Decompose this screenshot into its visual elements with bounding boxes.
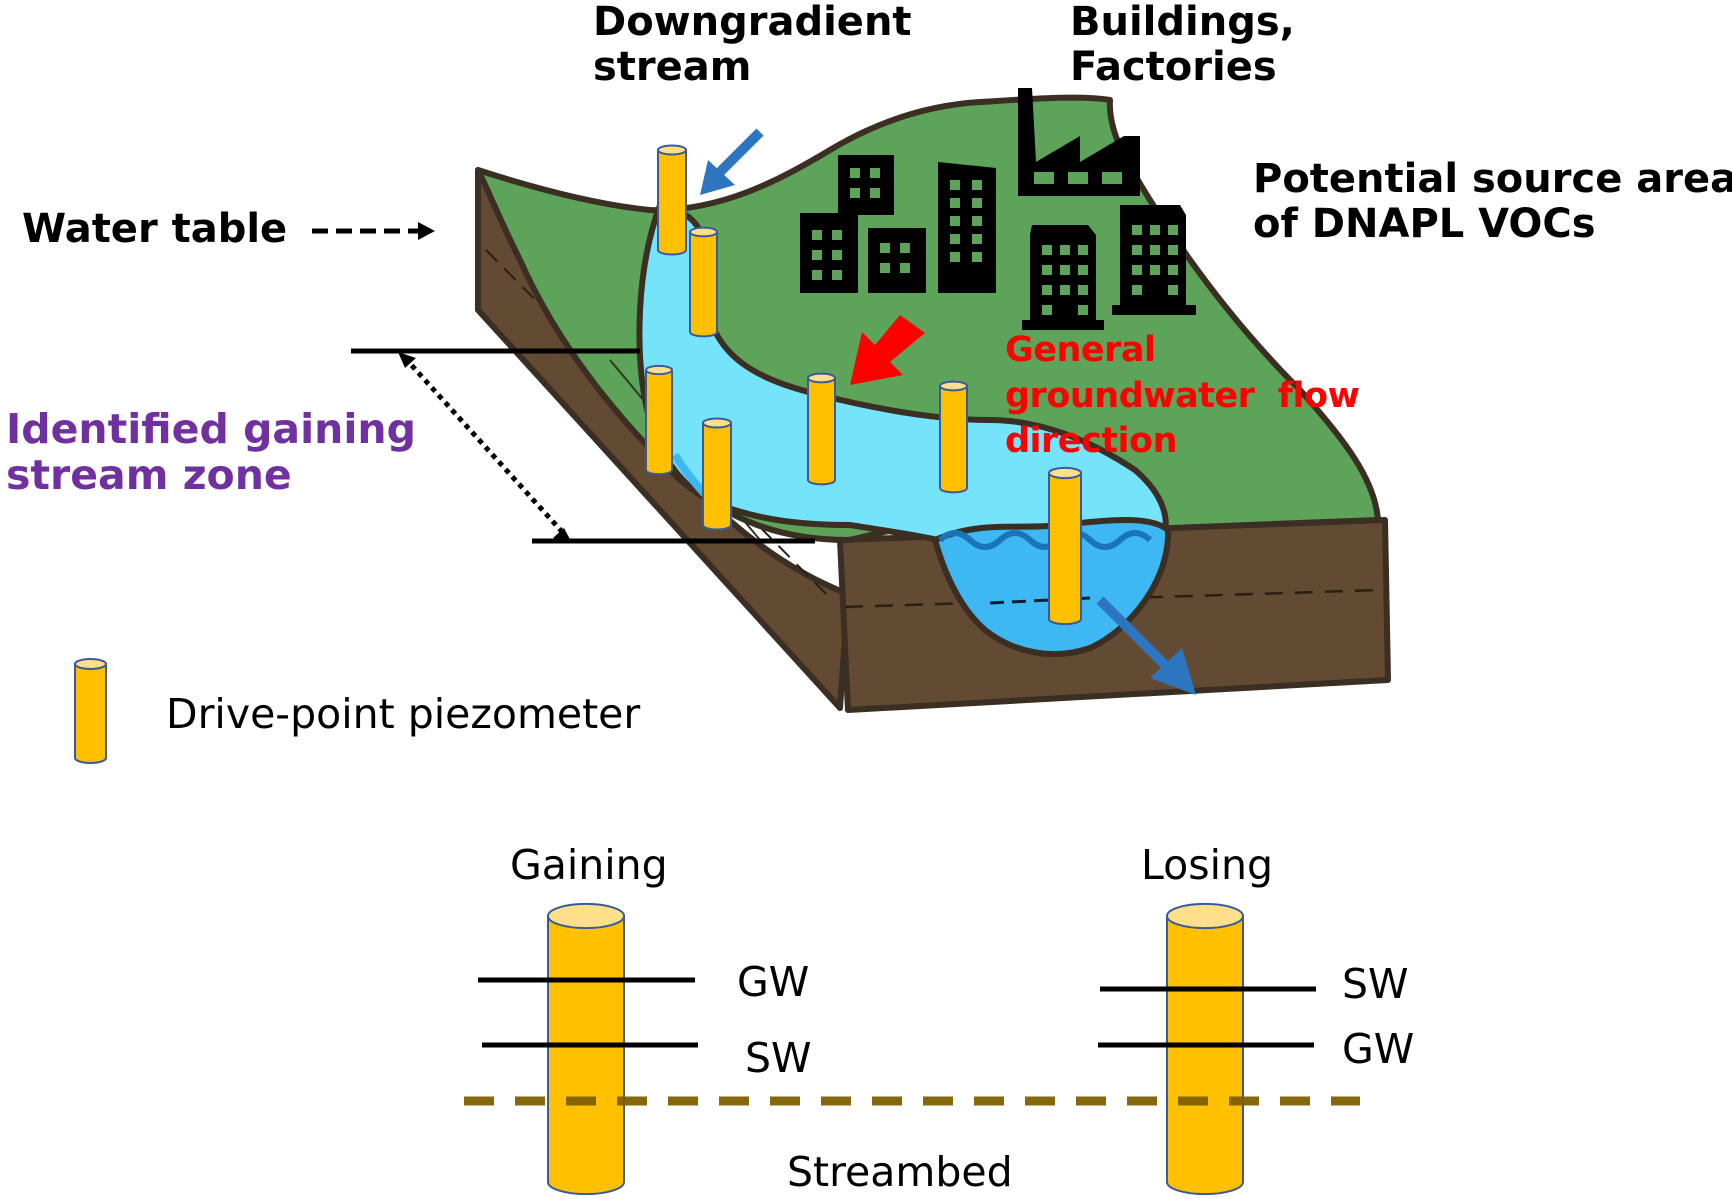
water-table-label: Water table xyxy=(22,206,288,252)
building-icon xyxy=(868,228,926,293)
downgradient-flow-arrow xyxy=(700,128,764,195)
gaining-piezometer xyxy=(547,902,625,1196)
legend-piezometer-label: Drive-point piezometer xyxy=(166,690,641,738)
gaining-piezometer-icon xyxy=(547,902,625,1196)
gaining-lower-level-label: SW xyxy=(745,1034,812,1082)
factory-icon xyxy=(1018,88,1140,196)
piezometer-icon xyxy=(657,144,687,256)
piezometer-icon xyxy=(807,372,836,486)
groundwater-flow-label: General groundwater flow direction xyxy=(1005,330,1360,461)
legend-piezometer-icon xyxy=(74,658,107,764)
water-table-line-pool xyxy=(989,596,1091,605)
piezometer-icon xyxy=(645,364,673,476)
losing-title: Losing xyxy=(1141,841,1273,889)
legend-piezometer-icon xyxy=(74,658,107,764)
water-surface-wave xyxy=(937,530,1153,550)
piezometer-icon xyxy=(1048,466,1082,626)
losing-upper-level-label: SW xyxy=(1342,960,1409,1008)
gaining-title: Gaining xyxy=(510,841,668,889)
losing-piezometer xyxy=(1166,902,1244,1196)
building-icon xyxy=(1022,225,1104,330)
gaining-zone-label: Identified gaining stream zone xyxy=(6,405,416,499)
buildings-factories-label: Buildings, Factories xyxy=(1070,0,1295,90)
losing-piezometer-icon xyxy=(1166,902,1244,1196)
water-table-pointer-arrow xyxy=(312,222,435,240)
streambed-label: Streambed xyxy=(787,1148,1013,1196)
piezometer-icon xyxy=(689,226,718,338)
buildings-factories-icon xyxy=(800,88,1196,330)
losing-lower-level-label: GW xyxy=(1342,1025,1415,1073)
building-icon xyxy=(838,155,894,215)
gaining-upper-level-label: GW xyxy=(737,958,810,1006)
piezometer-group xyxy=(645,144,1082,626)
gaining-zone-bracket xyxy=(351,348,815,544)
potential-source-label: Potential source area of DNAPL VOCs xyxy=(1253,156,1732,247)
building-icon xyxy=(1112,205,1196,315)
building-icon xyxy=(800,213,858,293)
stream-outflow-arrow xyxy=(1096,596,1196,695)
building-icon xyxy=(938,162,996,293)
inset-gaining-losing xyxy=(464,902,1360,1196)
piezometer-icon xyxy=(702,417,732,531)
piezometer-icon xyxy=(939,380,968,494)
groundwater-flow-arrow xyxy=(850,315,925,385)
downgradient-stream-label: Downgradient stream xyxy=(593,0,912,90)
